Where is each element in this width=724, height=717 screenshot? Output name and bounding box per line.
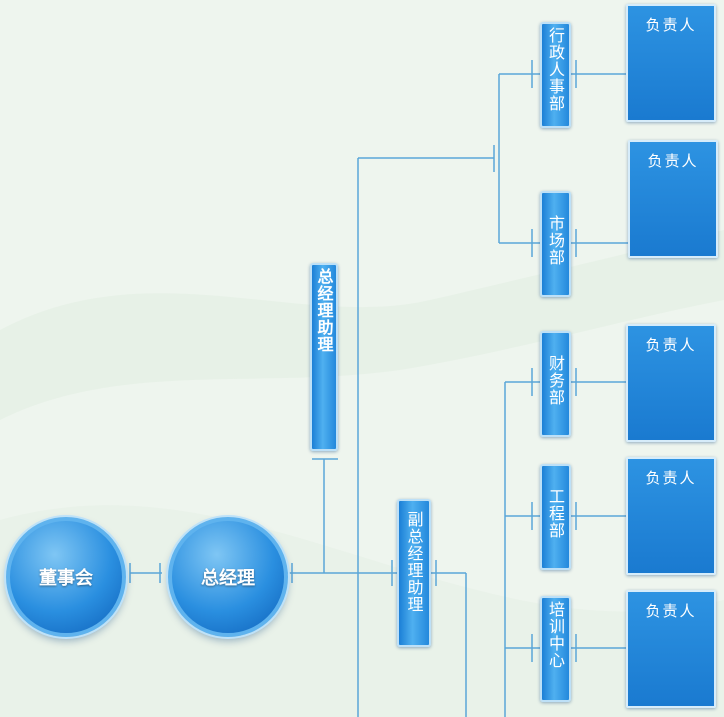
dept-finance-label: 财务部: [546, 355, 565, 406]
gm-assistant-label: 总经理助理: [314, 268, 334, 353]
gm-node: 总经理: [168, 517, 288, 637]
dept-engineering-node: 工程部: [540, 464, 571, 570]
dept-training-node: 培训中心: [540, 596, 571, 702]
board-label: 董事会: [39, 568, 93, 589]
gm-label: 总经理: [201, 568, 255, 589]
gm-assistant-node: 总经理助理: [310, 263, 338, 451]
board-node: 董事会: [6, 517, 126, 637]
deputy-gm-assistant-node: 副总经理助理: [397, 499, 431, 647]
head-training-node: 负责人: [626, 590, 716, 708]
dept-marketing-node: 市场部: [540, 191, 571, 297]
dept-engineering-label: 工程部: [546, 488, 565, 539]
dept-marketing-label: 市场部: [546, 215, 565, 266]
head-finance-node: 负责人: [626, 324, 716, 442]
head-training-label: 负责人: [645, 602, 697, 620]
head-admin-hr-label: 负责人: [645, 16, 697, 34]
dept-admin-hr-label: 行政人事部: [546, 27, 565, 112]
dept-admin-hr-node: 行政人事部: [540, 22, 571, 128]
head-marketing-label: 负责人: [647, 152, 699, 170]
dept-finance-node: 财务部: [540, 331, 571, 437]
dept-training-label: 培训中心: [546, 601, 565, 669]
head-engineering-node: 负责人: [626, 457, 716, 575]
head-engineering-label: 负责人: [645, 469, 697, 487]
deputy-gm-assistant-label: 副总经理助理: [404, 511, 424, 613]
head-admin-hr-node: 负责人: [626, 4, 716, 122]
head-finance-label: 负责人: [645, 336, 697, 354]
head-marketing-node: 负责人: [628, 140, 718, 258]
